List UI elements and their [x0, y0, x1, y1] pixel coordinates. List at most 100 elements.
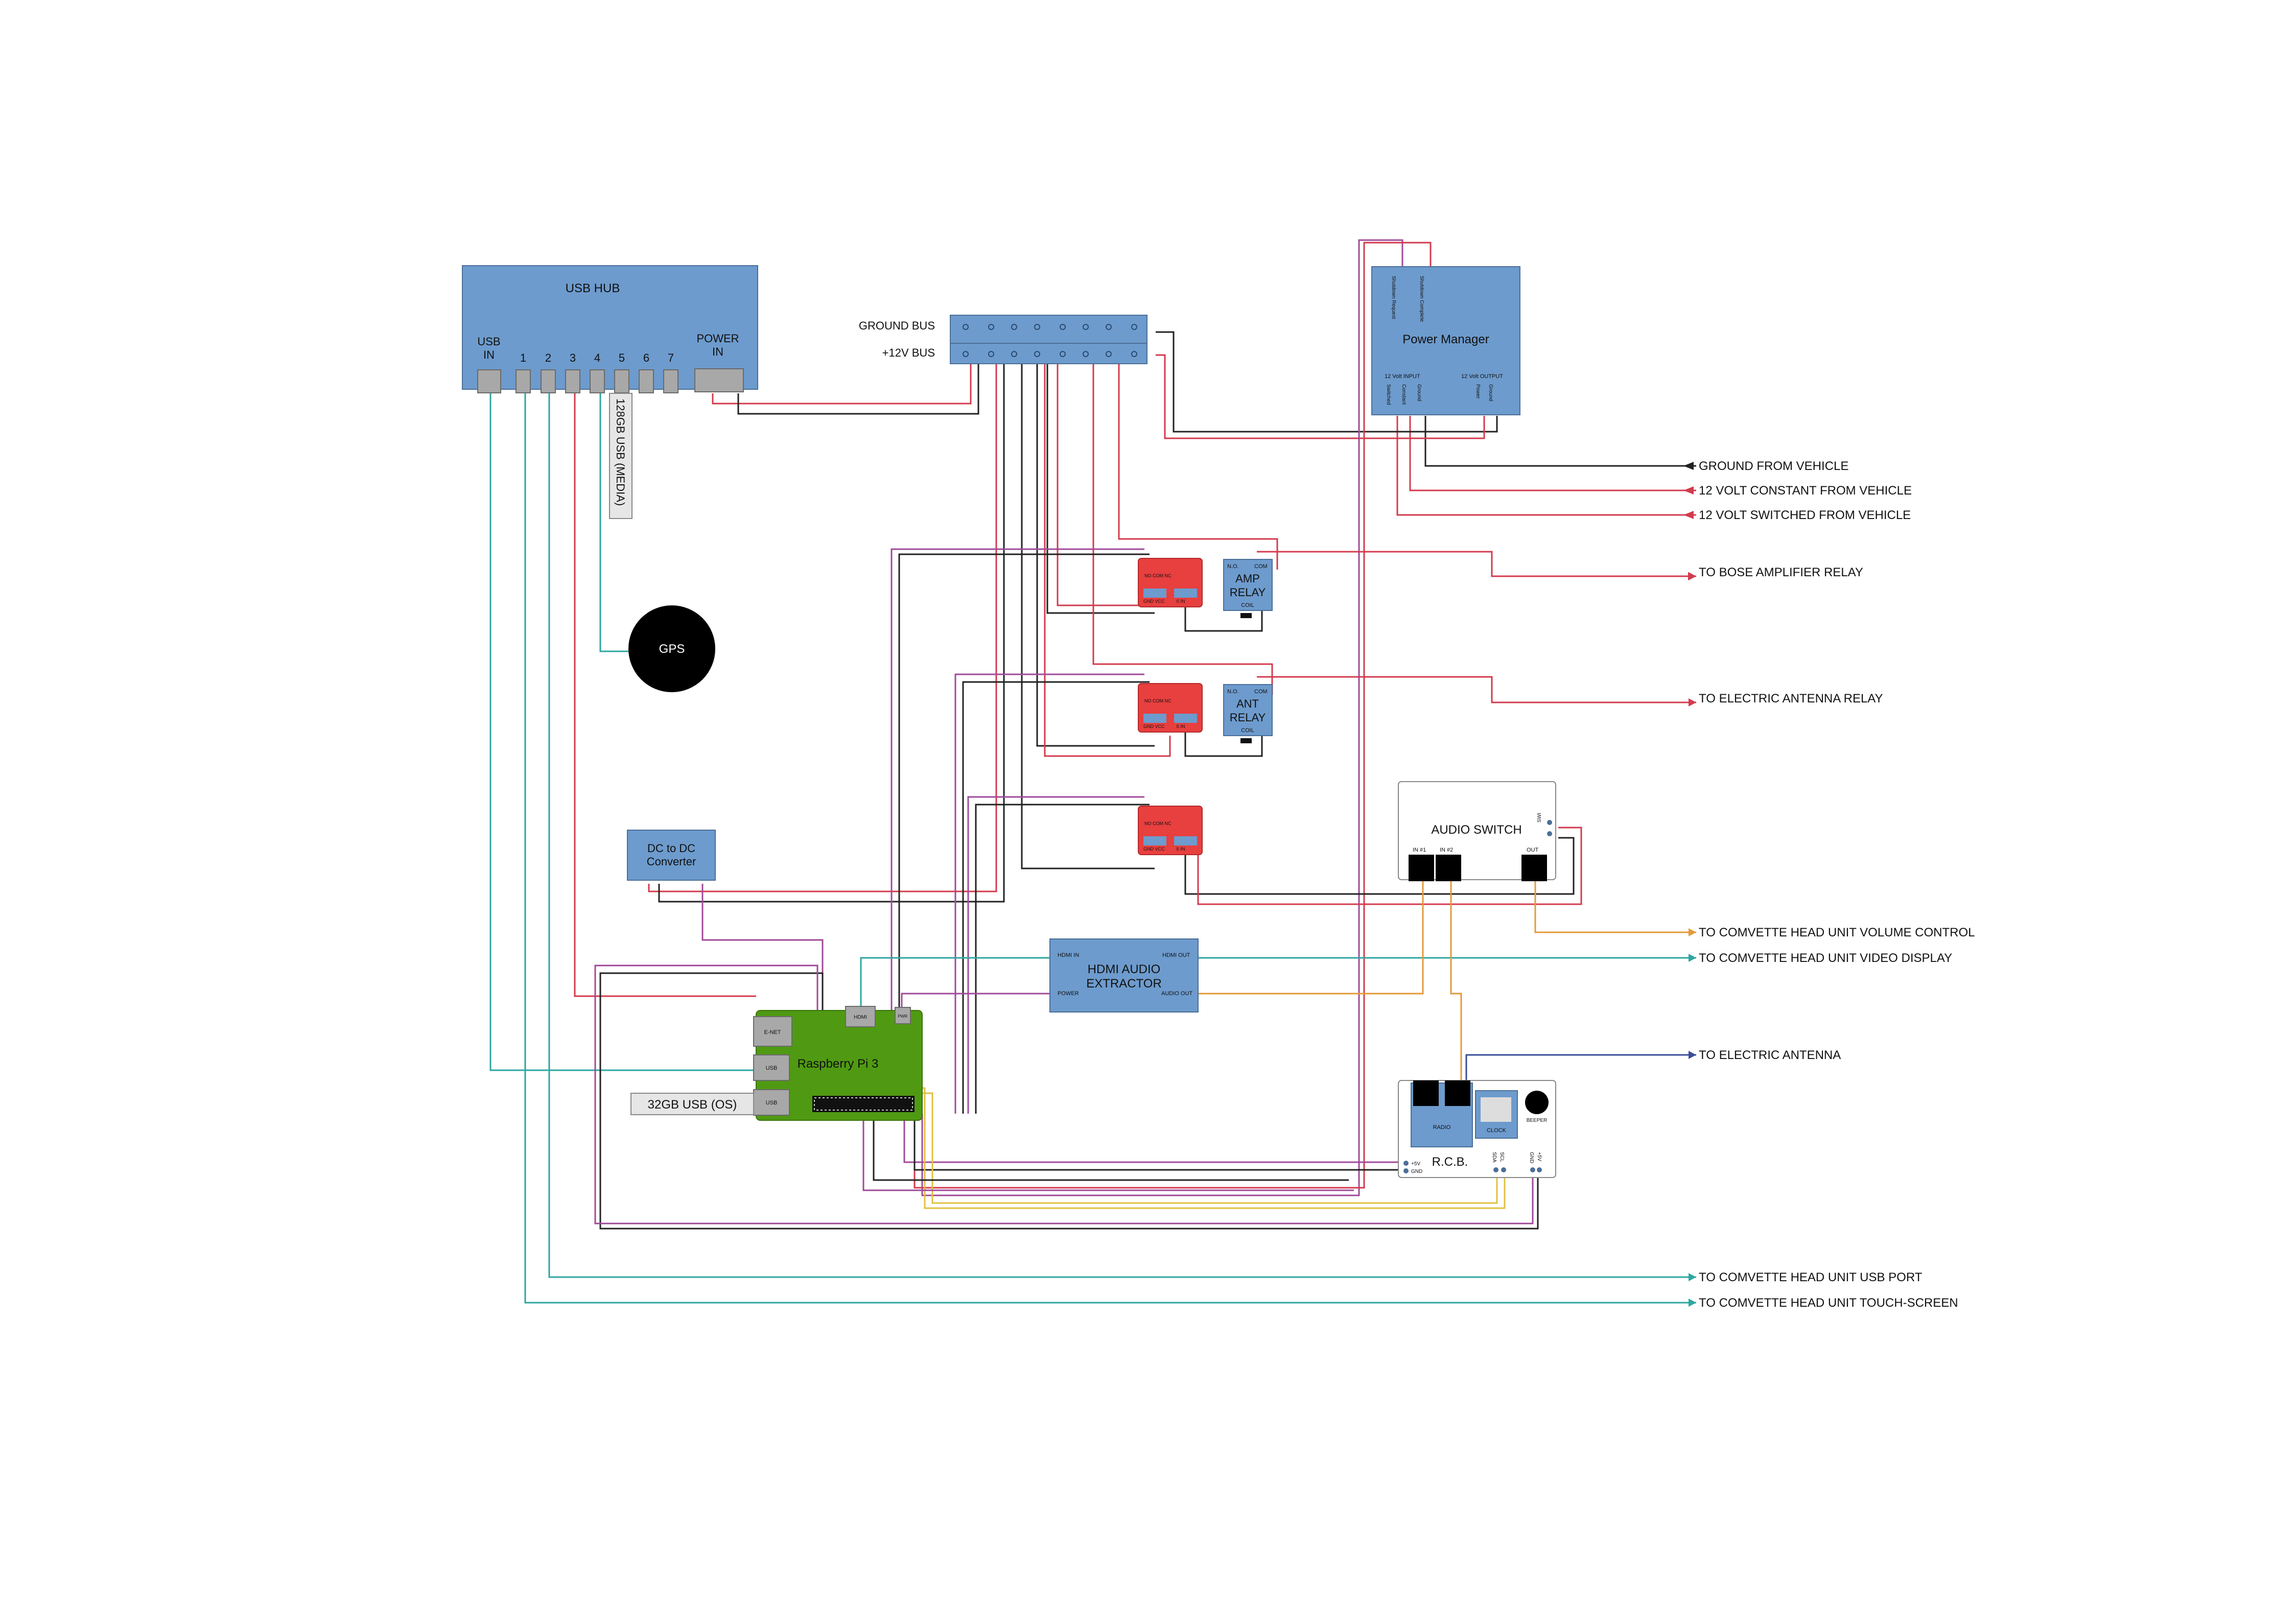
vehicle-switched-label: 12 VOLT SWITCHED FROM VEHICLE — [1699, 508, 1911, 522]
audio-switch-pin — [1547, 820, 1552, 825]
rcb-pin — [1403, 1161, 1409, 1166]
relay-module-bottom-left: GND VCC — [1143, 846, 1165, 852]
wire-switch-volume — [1534, 881, 1696, 933]
os-usb-stick[interactable] — [630, 1093, 754, 1115]
relay-modules: NO COM NC GND VCC S IN NO COM NC GND VCC… — [1138, 558, 1203, 855]
ant-relay-coil: COIL — [1241, 727, 1254, 734]
relay-module-top-pins: NO COM NC — [1144, 573, 1172, 578]
media-usb-stick-label: 128GB USB (MEDIA) — [614, 398, 627, 506]
usb-hub-port-3[interactable] — [565, 369, 580, 393]
pi-gpio-header[interactable] — [812, 1096, 915, 1112]
usb-hub-port-in[interactable] — [477, 369, 501, 393]
amp-relay-body — [1223, 559, 1273, 611]
output-video-label: TO COMVETTE HEAD UNIT VIDEO DISPLAY — [1699, 951, 1952, 965]
pm-pin-constant: Constant — [1401, 384, 1407, 405]
relay-module-terminal — [1174, 836, 1197, 845]
ant-relay-target: TO ELECTRIC ANTENNA RELAY — [1699, 692, 1883, 705]
usb-hub-port-label-3: 3 — [570, 351, 576, 364]
bus-terminal — [988, 351, 994, 357]
rcb-pin-gnd-2: GND — [1529, 1152, 1534, 1163]
gps-module — [628, 605, 715, 692]
usb-hub-port-1[interactable] — [516, 369, 531, 393]
bus-terminal — [1131, 351, 1137, 357]
raspberry-pi: E-NET USB USB HDMI PWR Raspberry Pi 3 32… — [630, 1006, 923, 1121]
pi-hdmi-port[interactable] — [845, 1006, 876, 1027]
usb-hub-port-4[interactable] — [590, 369, 605, 393]
wire-bus-relay2-gnd — [1036, 332, 1155, 747]
output-volume-label: TO COMVETTE HEAD UNIT VOLUME CONTROL — [1699, 926, 1975, 939]
audio-switch-side: SWI — [1537, 813, 1542, 822]
relay-module-terminal — [1174, 714, 1197, 723]
pm-pin-switched: Switched — [1386, 384, 1391, 405]
wire-bus-relay-com2 — [1092, 355, 1273, 695]
wire-shutdown-complete — [913, 242, 1432, 1189]
rcb-radio-label: RADIO — [1433, 1124, 1451, 1131]
ant-relay-title: ANT — [1236, 697, 1259, 710]
wire-radio-audio — [1450, 881, 1462, 1080]
relay-module-top-pins: NO COM NC — [1144, 821, 1172, 826]
usb-hub-port-6[interactable] — [639, 369, 654, 393]
wire-hdmi-audio — [1198, 881, 1424, 995]
wire-bus-relay-com1 — [1118, 355, 1278, 570]
rcb-pin — [1493, 1167, 1498, 1172]
wire-rcb-gnd2 — [599, 972, 1539, 1230]
dc-converter-label: DC to DC — [647, 842, 695, 855]
rcb-pin — [1530, 1167, 1535, 1172]
pi-enet-label: E-NET — [764, 1029, 781, 1035]
bus-terminal — [1131, 324, 1137, 330]
bus-terminal — [1083, 324, 1089, 330]
usb-hub-port-label-2: 2 — [545, 351, 551, 364]
output-touch-label: TO COMVETTE HEAD UNIT TOUCH-SCREEN — [1699, 1296, 1958, 1310]
wire-pm-ground-out — [1156, 331, 1498, 433]
rcb-pin-scl: SCL — [1499, 1152, 1505, 1162]
usb-hub-port-label-6: 6 — [643, 351, 649, 364]
rcb-pin — [1403, 1168, 1409, 1173]
usb-hub-port-label-7: 7 — [668, 351, 674, 364]
hdmi-extractor-title-2: EXTRACTOR — [1086, 977, 1162, 991]
bus-terminal — [1011, 324, 1017, 330]
arrow-right-icon — [1689, 698, 1696, 707]
wire-rcb-sda — [920, 1092, 1498, 1204]
pi-gpio-pins — [814, 1097, 913, 1111]
hdmi-extractor-hdmi-in: HDMI IN — [1058, 952, 1079, 958]
wire-hub-usb-in — [489, 393, 756, 1071]
pm-pin-power-out: Power — [1475, 384, 1481, 399]
audio-switch-in1-jack[interactable] — [1409, 855, 1434, 881]
wire-shutdown-request — [921, 239, 1403, 1196]
power-manager: Power Manager Shutdown Request Shutdown … — [1371, 266, 1520, 415]
wire-bus-relay2-vcc — [1044, 355, 1171, 757]
pi-enet-port[interactable] — [753, 1016, 792, 1047]
amp-relay: N.O. COM AMP RELAY COIL — [1223, 559, 1273, 618]
wire-rcb-5v2 — [594, 964, 1534, 1225]
wire-bus-relay1-vcc — [1057, 355, 1155, 606]
relay-module-3: NO COM NC GND VCC S IN — [1138, 806, 1203, 855]
wire-ant-coil — [1184, 725, 1263, 757]
pi-pwr-label: PWR — [898, 1014, 908, 1019]
wire-gpio-relay3b — [975, 804, 1150, 1114]
bus-terminal — [963, 351, 969, 357]
dc-converter — [627, 830, 716, 881]
wire-ant-relay-out — [1257, 676, 1696, 703]
wire-amp-coil — [1184, 600, 1263, 632]
usb-hub-port-2[interactable] — [541, 369, 556, 393]
usb-hub-port-5[interactable] — [614, 369, 629, 393]
wire-hub-power-red — [712, 355, 972, 405]
wire-pi-power-hdmi — [901, 993, 1058, 1010]
wire-gpio-relay1b — [898, 553, 1150, 1114]
pm-top-pin-1: Shutdown Request — [1391, 276, 1396, 319]
wire-bus-relay3-gnd — [1021, 332, 1155, 869]
pi-usb-label-1: USB — [766, 1065, 778, 1071]
media-usb-stick[interactable] — [609, 393, 632, 519]
wire-rcb-5v — [903, 1114, 1408, 1163]
rcb-pin-5v: +5V — [1411, 1161, 1420, 1167]
vehicle-constant-label: 12 VOLT CONSTANT FROM VEHICLE — [1699, 484, 1912, 498]
pi-usb-port-1[interactable] — [753, 1054, 790, 1081]
rcb-clock-label: CLOCK — [1487, 1127, 1507, 1134]
usb-hub-port-7[interactable] — [663, 369, 678, 393]
pi-pwr-port[interactable] — [895, 1007, 911, 1024]
power-manager-body — [1371, 266, 1520, 415]
audio-switch-in2-jack[interactable] — [1436, 855, 1461, 881]
rcb-pin — [1537, 1167, 1542, 1172]
usb-hub-power-port[interactable] — [694, 368, 744, 392]
audio-switch-out-jack[interactable] — [1521, 855, 1547, 881]
